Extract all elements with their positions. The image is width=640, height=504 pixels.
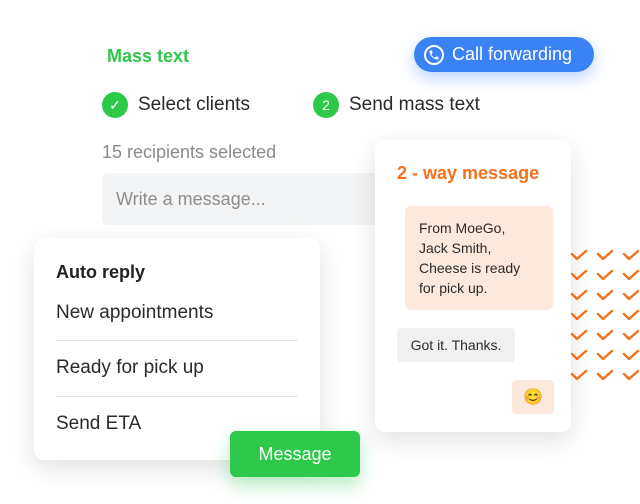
call-forwarding-label: Call forwarding	[452, 44, 573, 64]
message-line: Cheese is ready	[419, 260, 521, 276]
reply-message-bubble: Got it. Thanks.	[397, 328, 515, 362]
checkmark-icon	[622, 269, 640, 281]
step-label: Send mass text	[349, 94, 480, 115]
step-select-clients[interactable]: ✓ Select clients	[102, 92, 250, 118]
checkmark-icon	[570, 329, 588, 341]
message-line: for pick up.	[419, 280, 488, 296]
message-input-placeholder: Write a message...	[116, 188, 266, 209]
step-send-mass-text[interactable]: 2 Send mass text	[313, 92, 480, 118]
message-button[interactable]: Message	[230, 431, 360, 477]
checkmark-icon	[622, 329, 640, 341]
checkmark-icon	[596, 269, 614, 281]
step-number-badge: 2	[313, 92, 339, 118]
divider	[56, 396, 298, 397]
check-icon: ✓	[102, 92, 128, 118]
checkmark-icon	[622, 249, 640, 261]
auto-reply-title: Auto reply	[56, 262, 146, 282]
checkmark-icon	[622, 309, 640, 321]
call-forwarding-button[interactable]: Call forwarding	[414, 37, 594, 72]
recipients-count: 15 recipients selected	[102, 142, 277, 162]
message-line: Jack Smith,	[419, 240, 492, 256]
two-way-title: 2 - way message	[397, 163, 540, 183]
incoming-message-bubble: From MoeGo, Jack Smith, Cheese is ready …	[405, 206, 553, 310]
phone-icon	[424, 44, 444, 65]
step-label: Select clients	[138, 94, 250, 115]
checkmark-icon	[622, 289, 640, 301]
checkmark-icon	[570, 369, 588, 381]
mass-text-title: Mass text	[107, 46, 190, 66]
checkmark-icon	[570, 269, 588, 281]
checkmark-icon	[570, 289, 588, 301]
checkmark-icon	[622, 369, 640, 381]
auto-reply-card: Auto reply New appointments Ready for pi…	[34, 238, 320, 460]
checkmark-icon	[622, 349, 640, 361]
message-line: From MoeGo,	[419, 220, 506, 236]
auto-reply-item[interactable]: Ready for pick up	[56, 357, 204, 378]
checkmark-icon	[596, 329, 614, 341]
checkmark-icon	[596, 289, 614, 301]
auto-reply-item[interactable]: New appointments	[56, 302, 214, 323]
checkmarks-decoration	[570, 249, 640, 381]
checkmark-icon	[570, 349, 588, 361]
checkmark-icon	[596, 369, 614, 381]
checkmark-icon	[570, 309, 588, 321]
checkmark-icon	[596, 249, 614, 261]
divider	[56, 340, 298, 341]
message-input[interactable]: Write a message...	[102, 173, 402, 225]
auto-reply-item[interactable]: Send ETA	[56, 413, 142, 434]
emoji-message-bubble: 😊	[512, 380, 554, 414]
two-way-message-card: 2 - way message From MoeGo, Jack Smith, …	[375, 140, 571, 432]
checkmark-icon	[570, 249, 588, 261]
checkmark-icon	[596, 349, 614, 361]
checkmark-icon	[596, 309, 614, 321]
